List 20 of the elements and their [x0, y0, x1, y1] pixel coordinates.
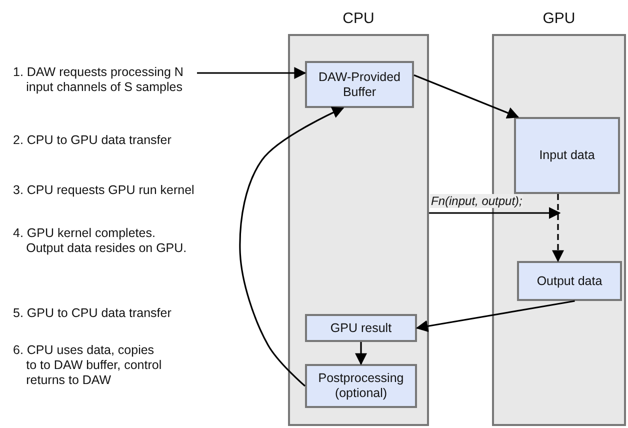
process-box: Output data	[517, 261, 622, 301]
step-text: 2. CPU to GPU data transfer	[13, 133, 172, 148]
step-text: 6. CPU uses data, copies to to DAW buffer, control returns to DAW	[13, 343, 163, 388]
arrow	[416, 300, 575, 332]
process-box: Input data	[514, 117, 620, 194]
step-text: 5. GPU to CPU data transfer	[13, 306, 172, 321]
step-text: 1. DAW requests processing N input channels of S samples	[13, 65, 193, 95]
arrow	[414, 74, 520, 119]
edge-label: Fn(input, output);	[430, 194, 524, 208]
arrow	[355, 342, 367, 366]
lane-heading: GPU	[542, 10, 576, 27]
process-box: Postprocessing (optional)	[305, 364, 417, 408]
lane-heading: CPU	[342, 10, 376, 27]
process-box: GPU result	[305, 314, 417, 342]
arrow	[552, 194, 564, 262]
step-text: 3. CPU requests GPU run kernel	[13, 183, 196, 198]
arrow	[197, 67, 306, 79]
step-text: 4. GPU kernel completes. Output data resides on GPU.	[13, 226, 188, 256]
process-box: DAW-Provided Buffer	[305, 61, 414, 108]
arrow	[429, 207, 561, 219]
